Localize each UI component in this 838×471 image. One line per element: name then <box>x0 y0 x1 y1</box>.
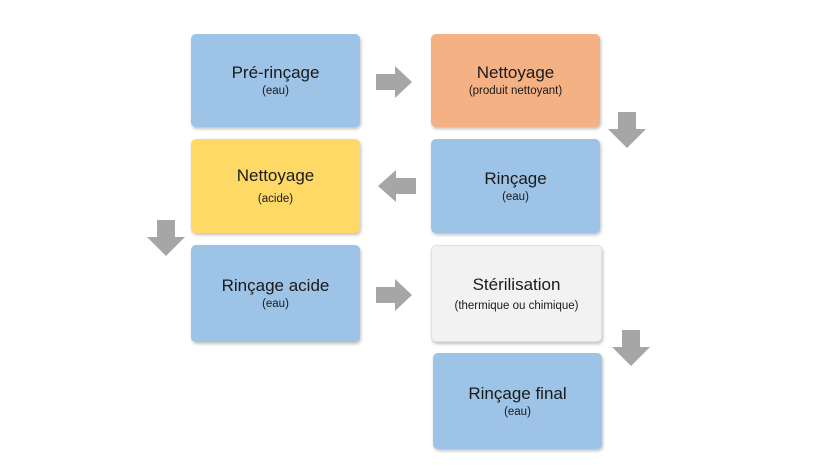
step-title: Rinçage <box>484 168 547 188</box>
step-nettoyage-produit: Nettoyage (produit nettoyant) <box>431 34 600 127</box>
step-title: Nettoyage <box>476 63 555 82</box>
step-title: Rinçage final <box>468 383 567 403</box>
arrow-down-icon <box>608 112 646 148</box>
step-title: Nettoyage <box>236 166 315 185</box>
step-subtitle: (eau) <box>504 405 531 418</box>
arrow-right-icon <box>376 279 412 311</box>
step-subtitle: (produit nettoyant) <box>468 85 563 97</box>
arrow-right-icon <box>376 66 412 98</box>
arrow-down-icon <box>147 220 185 256</box>
step-rincage: Rinçage (eau) <box>431 139 600 233</box>
step-sterilisation: Stérilisation (thermique ou chimique) <box>431 245 602 342</box>
step-rincage-final: Rinçage final (eau) <box>433 353 602 449</box>
step-title: Pré-rinçage <box>231 63 320 82</box>
step-title: Rinçage acide <box>221 276 330 295</box>
arrow-left-icon <box>378 170 416 202</box>
step-pre-rincage: Pré-rinçage (eau) <box>191 34 360 127</box>
step-rincage-acide: Rinçage acide (eau) <box>191 245 360 342</box>
step-subtitle: (thermique ou chimique) <box>454 299 579 312</box>
step-title: Stérilisation <box>472 274 561 294</box>
step-subtitle: (eau) <box>502 190 529 203</box>
arrow-down-icon <box>612 330 650 366</box>
step-subtitle: (eau) <box>262 85 289 97</box>
step-nettoyage-acide: Nettoyage (acide) <box>191 139 360 233</box>
step-subtitle: (acide) <box>257 193 294 205</box>
step-subtitle: (eau) <box>262 298 289 310</box>
